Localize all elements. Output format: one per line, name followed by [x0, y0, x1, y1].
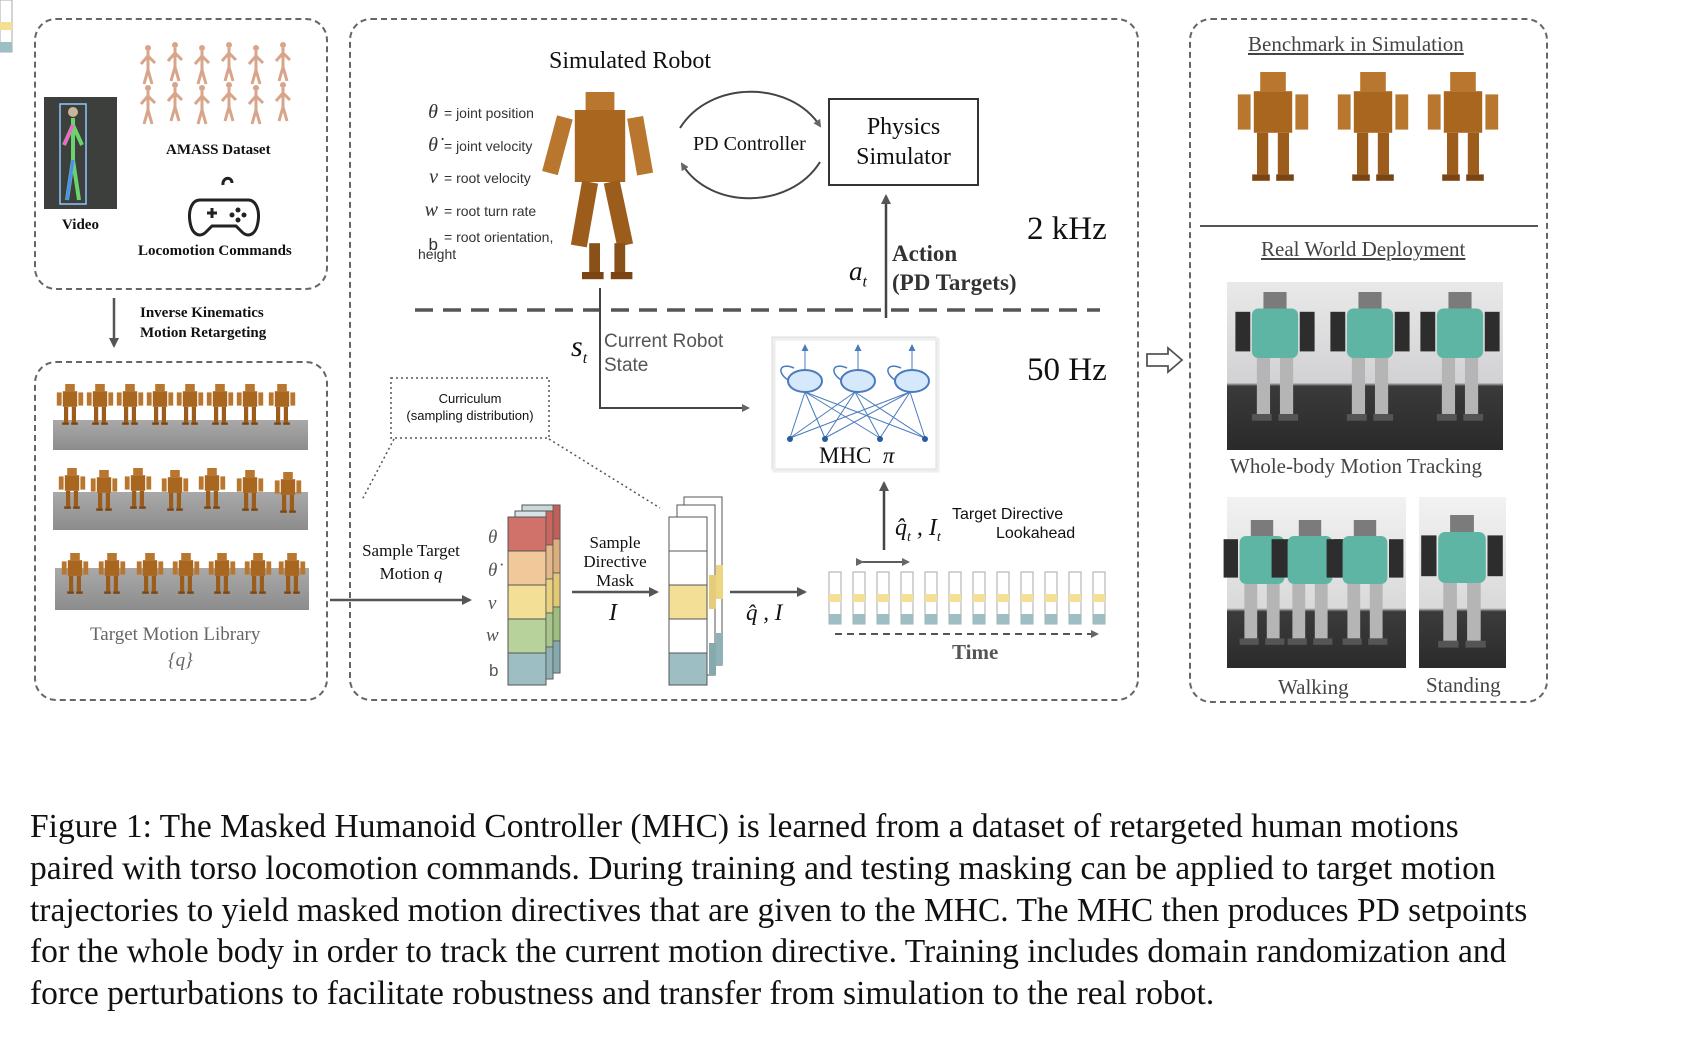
- benchmark-title: Benchmark in Simulation: [1248, 32, 1464, 56]
- stack-label-b: b: [489, 661, 499, 680]
- curriculum-label-2: (sampling distribution): [406, 408, 534, 423]
- curriculum-box: [390, 377, 550, 439]
- mask-symbol: I: [609, 600, 617, 626]
- masked-directive-stack: [668, 496, 723, 686]
- walking-label: Walking: [1278, 675, 1349, 699]
- pd-controller-label: PD Controller: [693, 133, 806, 155]
- physics-simulator-box: [828, 98, 979, 186]
- caption-line-4: for the whole body in order to track the…: [30, 933, 1507, 971]
- freq-50hz: 50 Hz: [1027, 352, 1107, 388]
- legend-root-velocity: v= root velocity: [429, 166, 531, 188]
- curriculum-projection-left: [361, 438, 395, 501]
- qhat-I-label: q̂ , I: [746, 600, 783, 625]
- gamepad-icon: [188, 176, 260, 237]
- sample-directive-label-3: Mask: [596, 571, 634, 590]
- video-thumbnail: [44, 97, 117, 209]
- standing-label: Standing: [1426, 673, 1501, 697]
- amass-label: AMASS Dataset: [166, 142, 271, 158]
- legend-joint-position: θ= joint position: [428, 101, 534, 123]
- pd-loop-bottom-arrow: [680, 161, 821, 200]
- target-motion-stack: [507, 504, 561, 686]
- benchmark-robots-image: [1237, 72, 1499, 181]
- caption-line-3: trajectories to yield masked motion dire…: [30, 891, 1528, 929]
- legend-root-orientation: b= root orientation,: [428, 229, 554, 254]
- action-symbol: at: [849, 256, 867, 291]
- simulated-robot-image: [542, 92, 654, 280]
- sample-directive-label-2: Directive: [583, 552, 647, 571]
- action-label-1: Action: [892, 241, 958, 266]
- caption-line-2: paired with torso locomotion commands. D…: [30, 849, 1496, 887]
- motion-strip-2: [53, 468, 308, 530]
- qhat-t-I-t-label: q̂t , It: [895, 515, 941, 545]
- figure-caption: Figure 1: The Masked Humanoid Controller…: [30, 806, 1670, 1015]
- deploy-arrow: [1146, 346, 1184, 374]
- sample-target-label-2: Motion q: [379, 564, 443, 583]
- amass-dataset-image: [139, 40, 292, 126]
- library-label: Target Motion Library: [90, 624, 261, 645]
- diagram-graphics: [0, 0, 1538, 686]
- time-label: Time: [952, 640, 999, 664]
- motion-strip-1: [53, 384, 308, 450]
- caption-line-5: force perturbations to facilitate robust…: [30, 975, 1215, 1013]
- curriculum-label-1: Curriculum: [438, 391, 502, 406]
- legend-root-turn-rate: w= root turn rate: [424, 199, 537, 221]
- state-symbol: st: [571, 330, 588, 367]
- ik-label-line1: Inverse Kinematics: [140, 305, 264, 321]
- tracking-label: Whole-body Motion Tracking: [1230, 454, 1482, 478]
- legend-joint-velocity: θ̇= joint velocity: [428, 134, 533, 156]
- walking-photo: [1223, 497, 1406, 668]
- simulated-robot-label: Simulated Robot: [549, 48, 711, 74]
- training-pipeline-panel: [349, 18, 1139, 701]
- locomotion-label: Locomotion Commands: [138, 243, 292, 259]
- target-directive-label-1: Target Directive: [952, 506, 1064, 523]
- state-label-1: Current Robot: [604, 331, 724, 352]
- ik-label-line2: Motion Retargeting: [140, 325, 267, 341]
- pd-loop-top-arrow: [679, 90, 822, 129]
- library-symbol: {q}: [168, 650, 193, 671]
- motion-strip-3: [55, 553, 309, 610]
- physics-simulator-label-2: Simulator: [856, 144, 951, 170]
- deployment-panel: [1189, 18, 1548, 703]
- caption-line-1: Figure 1: The Masked Humanoid Controller…: [30, 808, 1459, 845]
- standing-photo: [1419, 497, 1506, 668]
- curriculum-projection-right: [548, 438, 661, 509]
- directive-timeline: [0, 0, 1106, 625]
- legend-height: height: [418, 246, 457, 262]
- freq-2khz: 2 kHz: [1027, 211, 1107, 247]
- stack-label-theta-dot: θ̇: [488, 560, 498, 581]
- stack-label-theta: θ: [488, 527, 498, 548]
- input-sources-panel: [34, 18, 328, 290]
- physics-simulator-label-1: Physics: [866, 114, 941, 140]
- real-world-title: Real World Deployment: [1261, 237, 1466, 261]
- stack-label-w: w: [486, 625, 499, 646]
- video-label: Video: [62, 217, 99, 233]
- sample-target-label-1: Sample Target: [362, 541, 460, 560]
- stack-label-v: v: [488, 593, 497, 614]
- state-arrow: [599, 288, 750, 412]
- action-label-2: (PD Targets): [892, 270, 1017, 295]
- target-directive-label-2: Lookahead: [996, 525, 1076, 542]
- mhc-network: [771, 336, 940, 473]
- motion-library-panel: [34, 361, 328, 701]
- state-label-2: State: [604, 355, 649, 376]
- tracking-photo: [1227, 282, 1503, 450]
- mhc-label: MHC π: [819, 443, 895, 468]
- sample-directive-label-1: Sample: [589, 533, 641, 552]
